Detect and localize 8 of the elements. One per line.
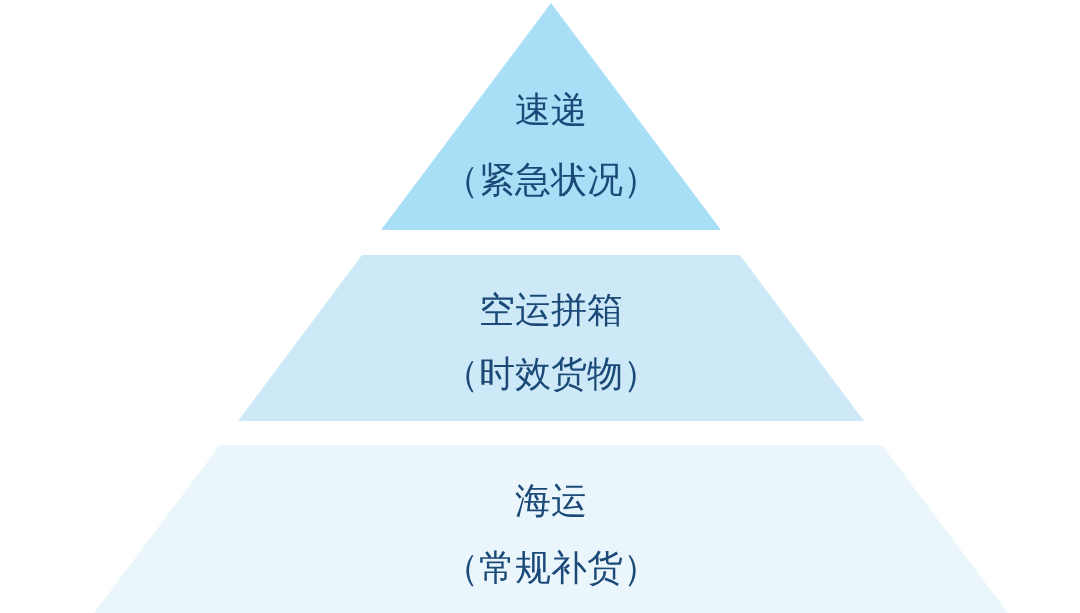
tier-title: 速递 [515,88,587,132]
tier-note: （常规补货） [443,546,659,590]
tier-note: （时效货物） [443,352,659,396]
tier-title: 空运拼箱 [479,288,623,332]
tier-title: 海运 [515,479,587,523]
pyramid-top-triangle [381,3,721,230]
tier-note: （紧急状况） [443,158,659,202]
pyramid-tier [238,255,864,421]
